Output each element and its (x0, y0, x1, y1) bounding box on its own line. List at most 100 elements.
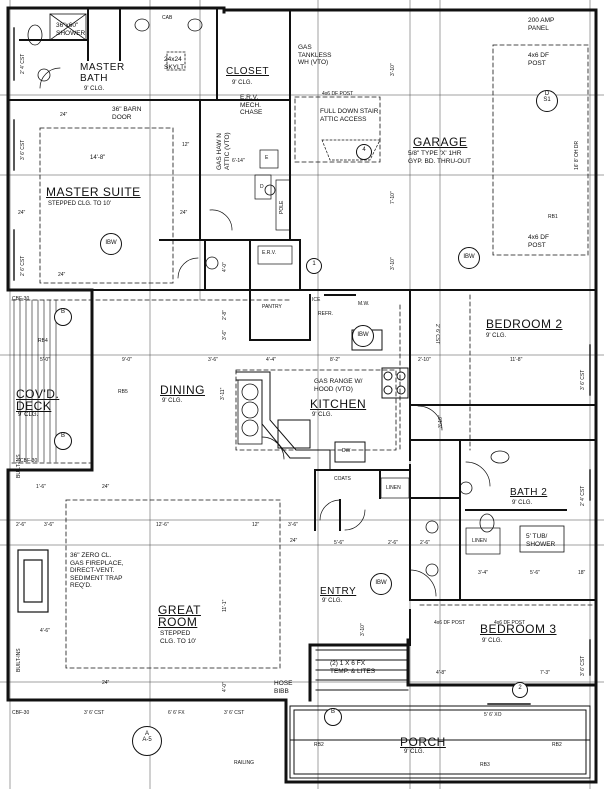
section-d-letter: D (544, 91, 550, 97)
note-fireplace: 36" ZERO CL. GAS FIREPLACE, DIRECT-VENT.… (70, 552, 124, 589)
note-rb1: RB1 (548, 214, 558, 220)
window-tag-great: 6' 6' FX (168, 710, 185, 716)
window-tag-porch: 5' 6' XO (484, 712, 502, 718)
window-tag-b3: 3' 6' CST (580, 655, 586, 676)
ibw-callout-4: IBW (370, 573, 392, 595)
tag-4-callout: 4 (356, 144, 372, 160)
note-rb2a: RB2 (314, 742, 324, 748)
dim-24f: 24" (290, 538, 298, 544)
dim-7-3: 7'-3" (540, 670, 550, 676)
room-porch: PORCH (400, 735, 446, 749)
dim-24e: 24" (102, 484, 110, 490)
dim-3-6c: 3'-6" (288, 522, 298, 528)
dim-7-10: 7'-10" (390, 191, 396, 204)
window-tag-g1: 3' 6' CST (84, 710, 105, 716)
room-dining: DINING (160, 383, 205, 397)
dim-2-6: 2'-6" (16, 522, 26, 528)
note-e: E (265, 155, 269, 161)
dim-24c: 24" (180, 210, 188, 216)
dim-4-0b: 4'-0" (222, 682, 228, 692)
dim-12-6: 12'-6" (156, 522, 169, 528)
dim-6-14: 6'-14" (232, 158, 245, 164)
note-railing: RAILING (234, 760, 255, 766)
note-built-ins-b: BUILT-INS (16, 648, 22, 672)
window-tag-bath2: 2' 4' CST (580, 485, 586, 506)
room-entry: ENTRY (320, 586, 357, 597)
dim-3-10b: 3'-10" (390, 257, 396, 270)
dim-1-6: 1'-6" (36, 484, 46, 490)
dim-3-6d: 3'-6" (222, 330, 228, 340)
dim-4-8: 4'-8" (436, 670, 446, 676)
garage-note: 5/8" TYPE 'X' 1HR GYP. BD. THRU-OUT (408, 150, 471, 165)
ceiling-entry: 9' CLG. (322, 598, 343, 604)
room-covd-deck: COV'D. DECK (16, 387, 60, 413)
note-cbf-bot: CBF-30 (12, 710, 30, 716)
room-kitchen: KITCHEN (310, 397, 367, 411)
section-b-callout-1: B (54, 308, 72, 326)
window-tag-b2: 3' 6' CST (580, 369, 586, 390)
dim-2-6c: 2'-6" (420, 540, 430, 546)
note-dw: DW (342, 448, 351, 454)
note-coats: COATS (334, 476, 351, 482)
dim-8-2: 8'-2" (330, 357, 340, 363)
note-built-ins-a: BUILT-INS (16, 454, 22, 478)
note-cab: CAB (162, 15, 173, 21)
note-rb4: RB4 (38, 338, 48, 344)
dim-4-6: 4'-6" (40, 628, 50, 634)
note-df-post-b3b: 4x6 DF POST (494, 620, 526, 626)
window-tag-garage-door: 16' 8' OH DR (574, 140, 580, 170)
section-b-callout-2: B (54, 432, 72, 450)
ceiling-bedroom-3: 9' CLG. (482, 638, 503, 644)
note-cbf-top: CBF-30 (12, 296, 30, 302)
ceiling-closet: 9' CLG. (232, 80, 253, 86)
note-rb3: RB3 (480, 762, 490, 768)
dim-3-10a: 3'-10" (390, 63, 396, 76)
room-master-bath: MASTER BATH (80, 62, 125, 84)
room-bedroom-3: BEDROOM 3 (480, 622, 557, 636)
note-pole: POLE (279, 200, 285, 214)
dim-14-8: 14'-8" (90, 155, 106, 161)
dim-3-10c: 3'-10" (438, 415, 444, 428)
dim-2-8: 2'-8" (222, 310, 228, 320)
dim-11-1: 11'-1" (222, 599, 228, 612)
ceiling-master-suite: STEPPED CLG. TO 10' (48, 201, 111, 207)
note-panel: 200 AMP PANEL (528, 17, 555, 32)
dim-12b: 12" (252, 522, 260, 528)
dim-9-0: 9'-0" (122, 357, 132, 363)
dim-5-6b: 5'-6" (530, 570, 540, 576)
tag-2-callout: 2 (512, 682, 528, 698)
dim-11-8: 11'-8" (510, 357, 523, 363)
ceiling-dining: 9' CLG. (162, 398, 183, 404)
ceiling-kitchen: 9' CLG. (312, 412, 333, 418)
section-a-callout: A A-5 (132, 726, 162, 756)
note-pantry: PANTRY (262, 304, 282, 310)
dim-24d: 24" (58, 272, 66, 278)
tag-1-callout: 1 (306, 258, 322, 274)
note-erv-chase: E.R.V. MECH. CHASE (240, 94, 263, 116)
dim-3-11: 3'-11" (220, 387, 226, 400)
dim-4-4: 4'-4" (266, 357, 276, 363)
dim-4-0a: 4'-0" (222, 262, 228, 272)
dim-3-6a: 3'-6" (208, 357, 218, 363)
note-df-post-garage: 4x6 DF POST (528, 52, 549, 67)
window-tag-ms2: 2' 6' CST (20, 255, 26, 276)
note-rb5: RB5 (118, 389, 128, 395)
section-a-letter: A (144, 731, 149, 737)
dim-2-10a: 2'-10" (418, 357, 431, 363)
dim-5-6: 5'-6" (334, 540, 344, 546)
room-great-room: GREAT ROOM (158, 603, 201, 629)
section-a-sheet: A-5 (142, 737, 152, 743)
ceiling-covd-deck: 9' CLG. (18, 412, 39, 418)
dim-3-6b: 3'-6" (44, 522, 54, 528)
note-hose-bibb: HOSE BIBB (274, 680, 293, 695)
dim-3-10d: 3'-10" (360, 623, 366, 636)
note-pull-down: FULL DOWN STAIR ATTIC ACCESS (320, 108, 379, 123)
note-df-post-b3a: 4x6 DF POST (434, 620, 466, 626)
note-shower: 36"x60" SHOWER (56, 22, 86, 37)
section-b-letter-2: B (60, 433, 65, 439)
section-d-sheet: S1 (543, 97, 551, 103)
dim-24g: 24" (102, 680, 110, 686)
room-bedroom-2: BEDROOM 2 (486, 317, 563, 331)
ibw-callout-2: IBW (458, 247, 480, 269)
